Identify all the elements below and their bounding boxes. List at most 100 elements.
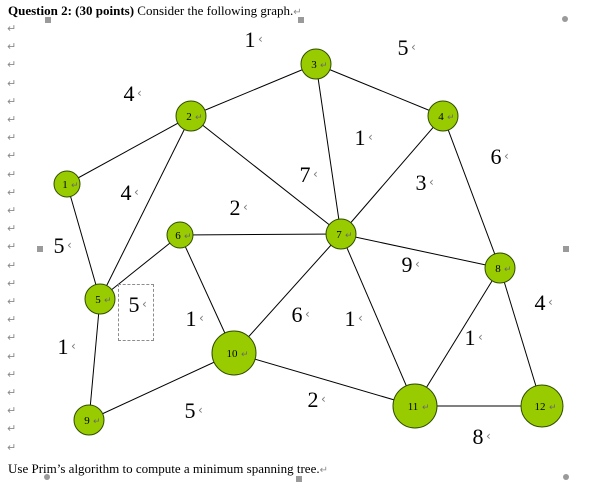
node-11 (392, 383, 438, 429)
edge-weight-10-7: 6 (292, 302, 303, 327)
node-3 (300, 48, 332, 80)
question-points: (30 points) (75, 3, 135, 18)
weight-edit-mark-icon: ‹ (411, 40, 416, 54)
paragraph-mark-icon: ↵ (7, 331, 17, 345)
paragraph-mark-icon: ↵ (319, 465, 328, 476)
paragraph-mark-icon: ↵ (549, 403, 557, 413)
node-6 (166, 221, 194, 249)
resize-handle-bottom-left[interactable] (44, 474, 50, 480)
weight-edit-mark-icon: ‹ (313, 167, 318, 181)
node-9 (73, 404, 105, 436)
edge-3-7 (315, 63, 342, 235)
edge-weight-7-8: 9 (402, 252, 413, 277)
node-label-6: 6 (175, 230, 181, 242)
paragraph-mark-icon: ↵ (345, 231, 353, 241)
edge-3-4 (315, 63, 444, 117)
paragraph-mark-icon: ↵ (7, 58, 17, 72)
weight-edit-mark-icon: ‹ (199, 311, 204, 325)
footer-instruction: Use Prim’s algorithm to compute a minimu… (8, 461, 328, 477)
edge-weight-11-8: 1 (465, 325, 476, 350)
paragraph-mark-icon: ↵ (195, 113, 203, 123)
weight-edit-mark-icon: ‹ (415, 257, 420, 271)
node-label-10: 10 (227, 348, 239, 360)
paragraph-mark-icon: ↵ (7, 113, 17, 126)
paragraph-mark-icon: ↵ (7, 22, 17, 35)
weight-edit-mark-icon: ‹ (134, 185, 139, 199)
edge-9-10 (88, 352, 235, 421)
resize-handle-top-center[interactable] (298, 17, 304, 23)
selected-text-box[interactable] (118, 284, 154, 341)
paragraph-mark-icon: ↵ (7, 295, 17, 308)
weight-edit-mark-icon: ‹ (548, 295, 553, 309)
footer-text: Use Prim’s algorithm to compute a minimu… (8, 461, 320, 476)
edge-1-2 (66, 115, 192, 185)
weight-edit-mark-icon: ‹ (504, 149, 509, 163)
edge-weight-1-2: 4 (124, 81, 135, 106)
weight-edit-mark-icon: ‹ (198, 403, 203, 417)
resize-handle-top-right[interactable] (562, 16, 568, 22)
paragraph-mark-icon: ↵ (104, 296, 112, 306)
paragraph-mark-icon: ↵ (7, 167, 17, 181)
edge-5-9 (88, 298, 101, 421)
weight-edit-mark-icon: ‹ (258, 32, 263, 46)
edge-7-8 (340, 233, 501, 269)
node-label-2: 2 (186, 111, 192, 123)
edge-weight-10-11: 2 (308, 387, 319, 412)
node-label-4: 4 (438, 111, 444, 123)
resize-handle-top-left[interactable] (45, 17, 51, 23)
paragraph-mark-icon: ↵ (7, 276, 17, 290)
paragraph-mark-icon: ↵ (7, 204, 17, 217)
resize-handle-bottom-center[interactable] (296, 476, 302, 482)
weight-edit-mark-icon: ‹ (137, 86, 142, 100)
paragraph-mark-icon: ↵ (7, 240, 17, 254)
edge-2-3 (190, 63, 317, 117)
paragraph-mark-icon: ↵ (504, 265, 512, 275)
question-label: Question 2: (8, 3, 72, 18)
paragraph-mark-icon: ↵ (422, 403, 430, 413)
node-1 (53, 170, 81, 198)
node-label-5: 5 (95, 294, 101, 306)
paragraph-mark-icon: ↵ (93, 417, 101, 427)
paragraph-mark-icon: ↵ (7, 185, 17, 199)
edge-10-7 (233, 233, 342, 354)
node-label-9: 9 (84, 415, 90, 427)
edge-weight-4-8: 6 (491, 144, 502, 169)
node-label-8: 8 (495, 263, 501, 275)
paragraph-mark-icon: ↵ (7, 404, 17, 418)
paragraph-mark-icon: ↵ (7, 40, 17, 54)
node-label-1: 1 (62, 179, 68, 191)
node-label-7: 7 (336, 229, 342, 241)
paragraph-mark-icon: ↵ (7, 313, 17, 327)
weight-edit-mark-icon: ‹ (67, 238, 72, 252)
node-label-3: 3 (311, 59, 317, 71)
paragraph-mark-icon: ↵ (7, 258, 17, 272)
node-4 (427, 100, 459, 132)
node-label-11: 11 (408, 401, 419, 413)
edge-7-11 (340, 233, 416, 407)
weight-edit-mark-icon: ‹ (321, 392, 326, 406)
edge-weight-5-9: 1 (58, 334, 69, 359)
paragraph-mark-icon: ↵ (7, 76, 17, 90)
node-12 (520, 384, 564, 428)
paragraph-mark-icon: ↵ (184, 232, 192, 242)
edge-7-4 (340, 115, 444, 235)
resize-handle-bottom-right[interactable] (563, 474, 569, 480)
question-heading: Question 2: (30 points) Consider the fol… (8, 3, 302, 19)
paragraph-mark-icon: ↵ (7, 422, 17, 436)
paragraph-mark-icon: ↵ (7, 149, 17, 163)
weight-edit-mark-icon: ‹ (142, 297, 147, 311)
edge-weight-2-3: 1 (245, 27, 256, 52)
paragraph-mark-icon: ↵ (320, 61, 328, 71)
paragraph-mark-icon: ↵ (293, 7, 302, 18)
paragraph-mark-icon: ↵ (7, 349, 17, 363)
edge-weight-9-10: 5 (185, 398, 196, 423)
node-2 (175, 100, 207, 132)
weight-edit-mark-icon: ‹ (358, 311, 363, 325)
resize-handle-middle-right[interactable] (563, 246, 569, 252)
resize-handle-middle-left[interactable] (37, 246, 43, 252)
edge-weight-3-7: 1 (355, 125, 366, 150)
paragraph-mark-icon: ↵ (7, 94, 17, 108)
edge-weight-6-10: 1 (186, 306, 197, 331)
paragraph-mark-icon: ↵ (7, 440, 17, 454)
node-10 (211, 330, 257, 376)
